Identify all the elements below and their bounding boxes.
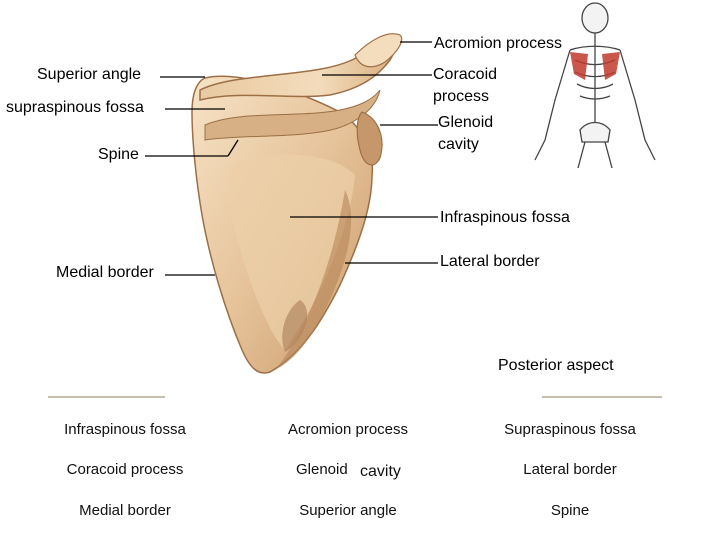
label-coracoid-process: Coracoid process [433,66,498,105]
label-lateral-border: Lateral border [440,253,540,270]
leader-lines [145,41,438,276]
label-spine: Spine [98,146,139,163]
bank-cell-suffix: cavity [360,463,401,480]
glenoid-shape [356,111,383,166]
bank-cell: Lateral border [523,461,617,478]
bank-cell: Supraspinous fossa [504,421,636,438]
label-infraspinous-fossa: Infraspinous fossa [440,209,570,226]
label-medial-border: Medial border [56,264,154,281]
bank-cell: Glenoid [296,461,348,478]
shoulder-highlight [570,52,588,80]
label-supraspinous-fossa: supraspinous fossa [6,99,144,116]
label-glenoid-cavity: Glenoid cavity [438,114,494,153]
skeleton-figure [534,2,656,169]
bank-cell: Acromion process [287,421,409,438]
bank-cell: Infraspinous fossa [64,421,186,438]
bank-cell: Coracoid process [66,461,184,478]
label-superior-angle: Superior angle [37,66,142,83]
bank-cell: Medial border [79,502,171,519]
acromion-shape [354,33,403,68]
label-acromion-process: Acromion process [434,35,563,52]
bank-cell: Superior angle [299,502,397,519]
bank-cell: Spine [550,502,590,519]
caption-posterior-aspect: Posterior aspect [498,357,614,374]
